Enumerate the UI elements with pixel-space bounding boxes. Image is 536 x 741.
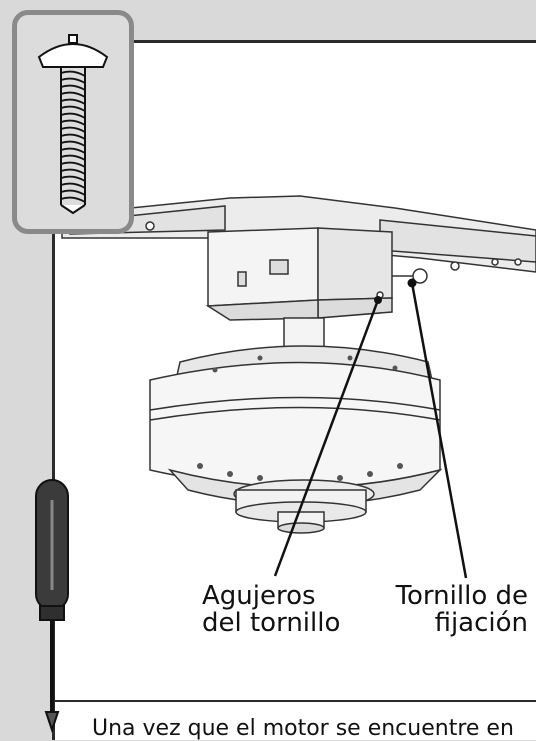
instruction-caption: Una vez que el motor se encuentre en [92, 716, 514, 741]
screw-inset [12, 10, 134, 234]
screw-thread [60, 147, 86, 154]
screw-thread [60, 126, 86, 133]
holes-label-line2: del tornillo [202, 608, 341, 638]
screw-thread [60, 182, 86, 189]
set-screw-label: Tornillo de fijación [396, 583, 528, 637]
screw-thread [60, 175, 86, 182]
screw-thread [60, 119, 86, 126]
screw-thread [60, 91, 86, 98]
screw-thread [60, 105, 86, 112]
screw-thread [60, 196, 86, 203]
screw-thread [60, 161, 86, 168]
set-screw-label-line2: fijación [434, 608, 528, 638]
holes-label-line1: Agujeros [202, 581, 316, 611]
screw-thread [60, 154, 86, 161]
screw-thread [60, 70, 86, 77]
screw-thread [60, 140, 86, 147]
screw-thread [60, 77, 86, 84]
panel-bottom-line [52, 700, 536, 702]
screw-icon [37, 34, 109, 215]
holes-label: Agujeros del tornillo [202, 583, 340, 637]
screwdriver-icon [35, 479, 69, 734]
set-screw-label-line1: Tornillo de [395, 581, 528, 611]
screw-thread [60, 84, 86, 91]
screw-thread [60, 189, 86, 196]
screw-thread [60, 112, 86, 119]
screw-thread [60, 133, 86, 140]
screw-thread [60, 98, 86, 105]
screw-thread [60, 168, 86, 175]
